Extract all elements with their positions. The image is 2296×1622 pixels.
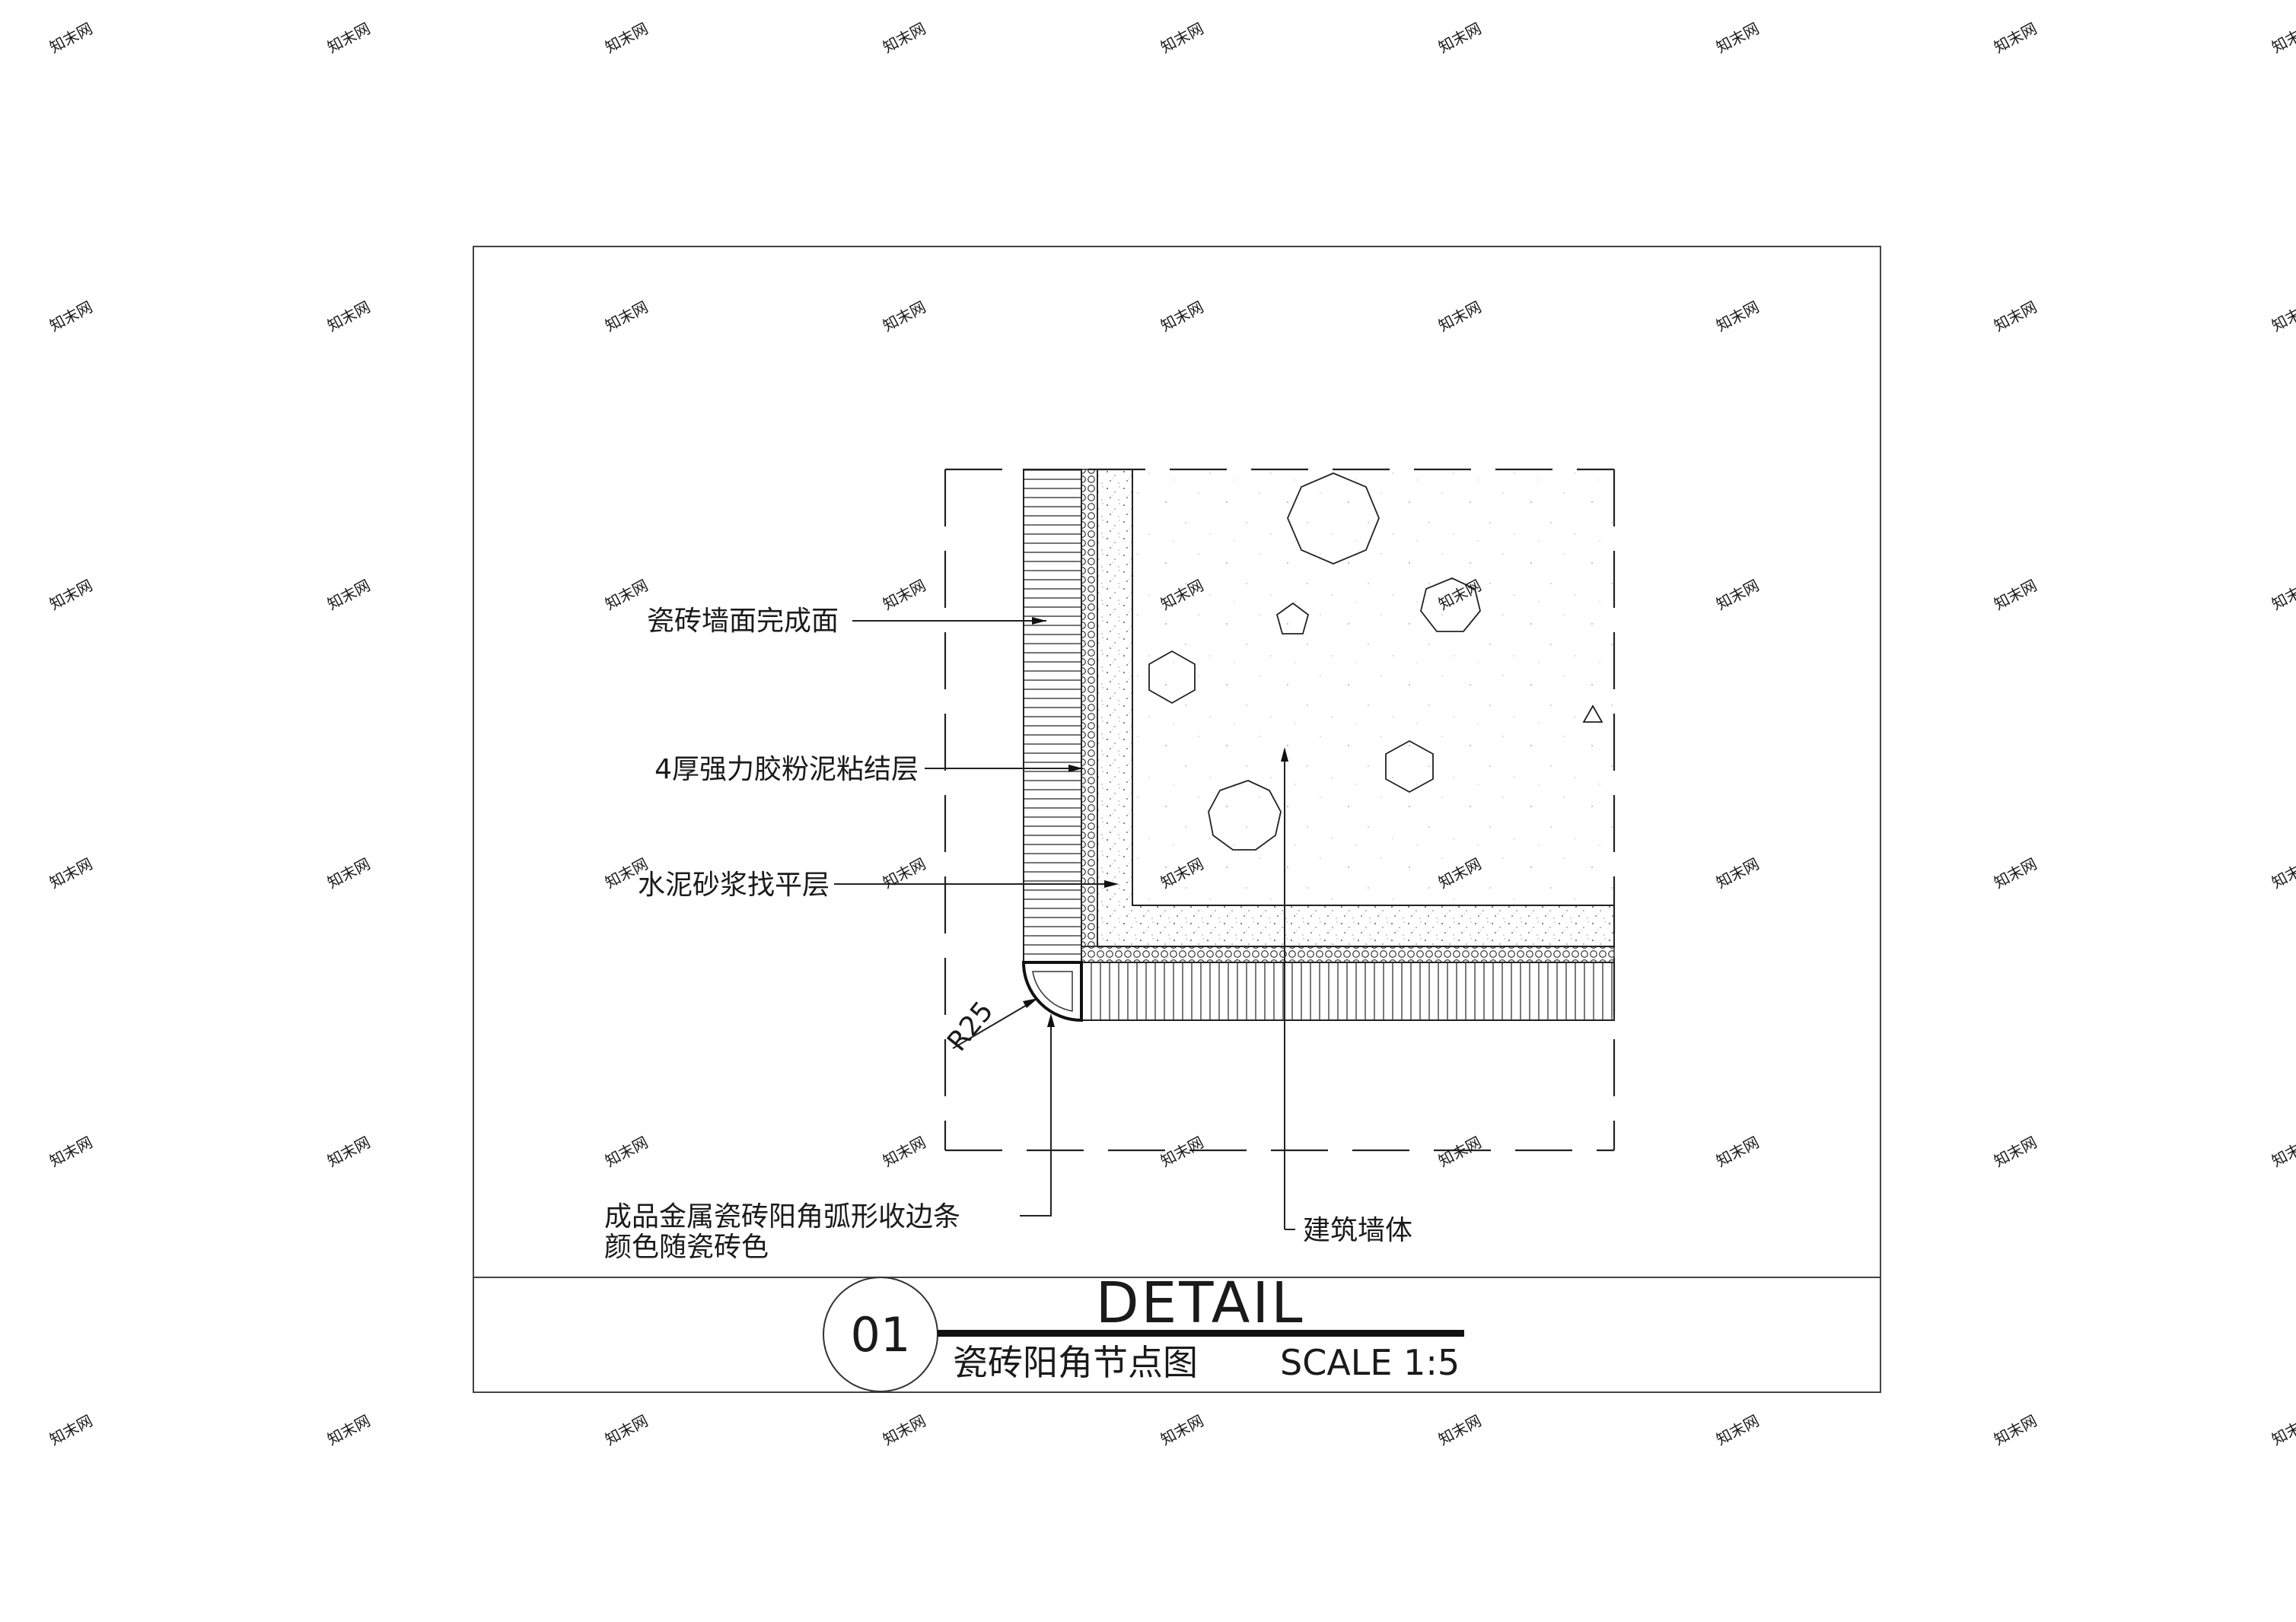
label-corner-trim: 成品金属瓷砖阳角弧形收边条 (604, 1201, 960, 1232)
aggregate-stones (1148, 472, 1603, 851)
corner-trim-profile (1021, 961, 1083, 1022)
label-corner-trim-color: 颜色随瓷砖色 (604, 1232, 769, 1263)
adhesive-layer-horizontal (1081, 946, 1615, 963)
label-leveling-layer: 水泥砂浆找平层 (638, 870, 830, 901)
tile-vertical (1023, 469, 1082, 963)
label-tile-face: 瓷砖墙面完成面 (647, 606, 839, 637)
structural-wall (1132, 469, 1614, 905)
tile-horizontal (1081, 962, 1615, 1021)
label-structural-wall: 建筑墙体 (1303, 1215, 1412, 1246)
drawing-frame (473, 246, 1881, 1393)
detail-subtitle: 瓷砖阳角节点图 (953, 1342, 1198, 1383)
detail-title: DETAIL (1096, 1271, 1305, 1336)
leader-lines (834, 620, 1295, 1230)
adhesive-layer-vertical (1081, 469, 1098, 947)
leader-arrowheads (1023, 617, 1288, 1027)
detail-number: 01 (851, 1307, 911, 1363)
title-underline (938, 1330, 1464, 1337)
corner-trim-inner (1032, 971, 1073, 1012)
label-adhesive-layer: 4厚强力胶粉泥粘结层 (654, 754, 919, 785)
detail-scale: SCALE 1:5 (1280, 1342, 1460, 1383)
